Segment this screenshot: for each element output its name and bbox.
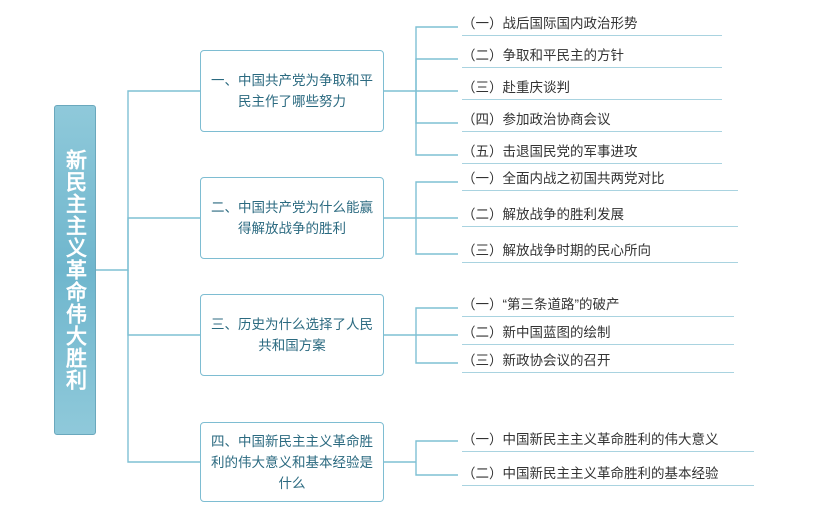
branch-node-1-label: 一、中国共产党为争取和平民主作了哪些努力 (211, 73, 373, 109)
leaf-node-1-4[interactable]: （四）参加政治协商会议 (462, 111, 722, 132)
leaf-node-3-1[interactable]: （一）“第三条道路”的破产 (462, 296, 734, 317)
leaf-node-3-2[interactable]: （二）新中国蓝图的绘制 (462, 324, 734, 345)
leaf-node-1-2[interactable]: （二）争取和平民主的方针 (462, 47, 722, 68)
branch-node-4[interactable]: 四、中国新民主主义革命胜利的伟大意义和基本经验是什么 (200, 422, 384, 502)
leaf-node-2-1[interactable]: （一）全面内战之初国共两党对比 (462, 170, 738, 191)
root-node[interactable]: 新民主主义革命伟大胜利 (54, 105, 96, 435)
leaf-node-1-5[interactable]: （五）击退国民党的军事进攻 (462, 143, 722, 164)
leaf-node-1-3[interactable]: （三）赴重庆谈判 (462, 79, 722, 100)
branch-node-3-label: 三、历史为什么选择了人民共和国方案 (211, 317, 373, 353)
branch-node-1[interactable]: 一、中国共产党为争取和平民主作了哪些努力 (200, 50, 384, 132)
branch-node-2-label: 二、中国共产党为什么能赢得解放战争的胜利 (211, 200, 373, 236)
leaf-node-2-3[interactable]: （三）解放战争时期的民心所向 (462, 242, 738, 263)
branch-node-4-label: 四、中国新民主主义革命胜利的伟大意义和基本经验是什么 (211, 433, 373, 491)
branch-node-3[interactable]: 三、历史为什么选择了人民共和国方案 (200, 294, 384, 376)
leaf-node-2-2[interactable]: （二）解放战争的胜利发展 (462, 206, 738, 227)
leaf-node-1-1[interactable]: （一）战后国际国内政治形势 (462, 15, 722, 36)
leaf-node-4-2[interactable]: （二）中国新民主主义革命胜利的基本经验 (462, 465, 754, 486)
leaf-node-4-1[interactable]: （一）中国新民主主义革命胜利的伟大意义 (462, 431, 754, 452)
root-node-label: 新民主主义革命伟大胜利 (63, 149, 87, 391)
leaf-node-3-3[interactable]: （三）新政协会议的召开 (462, 352, 734, 373)
branch-node-2[interactable]: 二、中国共产党为什么能赢得解放战争的胜利 (200, 177, 384, 259)
